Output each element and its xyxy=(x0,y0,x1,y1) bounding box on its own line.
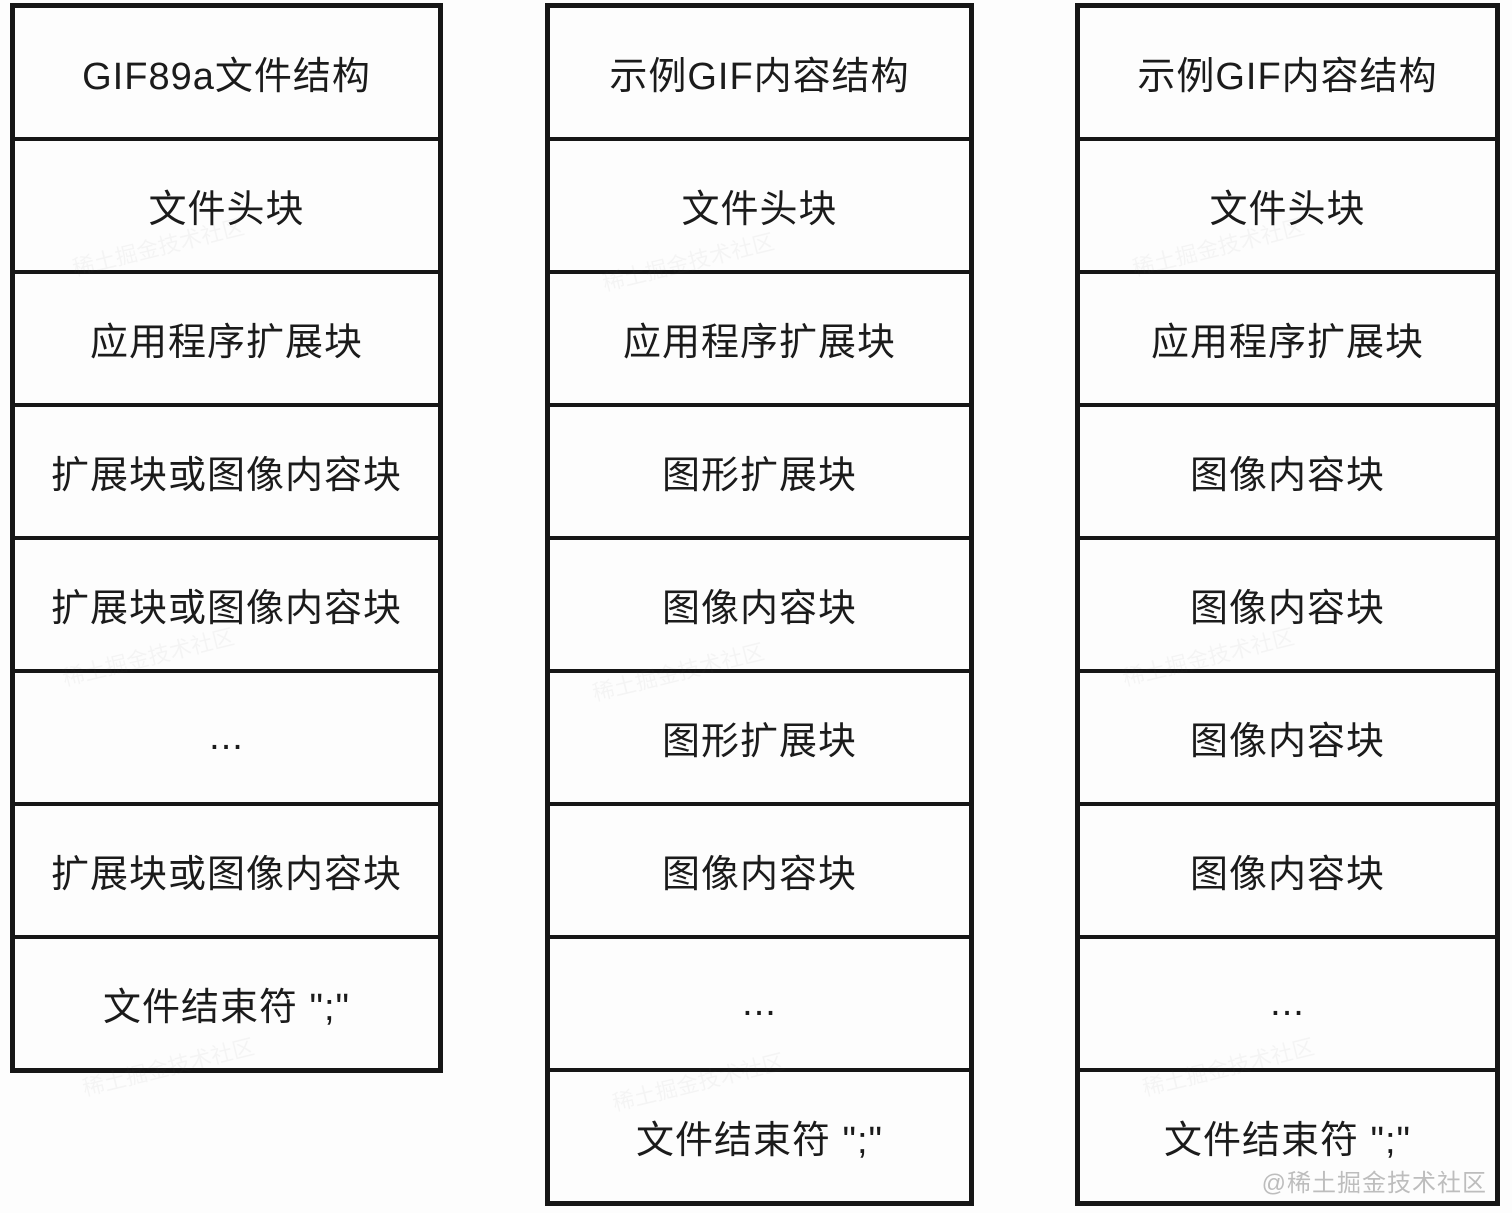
block-cell: 应用程序扩展块 xyxy=(15,270,438,403)
block-cell: 应用程序扩展块 xyxy=(1080,270,1495,403)
block-cell: 扩展块或图像内容块 xyxy=(15,802,438,935)
block-cell: 文件结束符 ";" xyxy=(15,935,438,1068)
block-label: 文件头块 xyxy=(681,189,838,231)
block-label: 图像内容块 xyxy=(1189,455,1385,497)
block-label: ... xyxy=(1270,982,1305,1024)
block-label: 图像内容块 xyxy=(1189,854,1385,896)
column-title-label: GIF89a文件结构 xyxy=(82,56,371,98)
column-title-label: 示例GIF内容结构 xyxy=(1137,56,1438,98)
column-title-cell: 示例GIF内容结构 xyxy=(1080,8,1495,137)
block-label: ... xyxy=(742,982,777,1024)
block-label: 扩展块或图像内容块 xyxy=(50,854,402,896)
block-label: ... xyxy=(209,716,244,758)
column-title-label: 示例GIF内容结构 xyxy=(609,56,910,98)
block-cell: 文件头块 xyxy=(15,137,438,270)
block-cell: 图形扩展块 xyxy=(550,669,969,802)
block-cell: 图像内容块 xyxy=(1080,403,1495,536)
block-label: 文件结束符 ";" xyxy=(635,1120,884,1162)
column-title-cell: GIF89a文件结构 xyxy=(15,8,438,137)
block-cell: 文件结束符 ";" xyxy=(550,1068,969,1201)
block-label: 扩展块或图像内容块 xyxy=(50,588,402,630)
block-cell: 图像内容块 xyxy=(1080,669,1495,802)
block-cell: ... xyxy=(550,935,969,1068)
block-cell: ... xyxy=(1080,935,1495,1068)
block-label: 应用程序扩展块 xyxy=(1150,322,1424,364)
column-title-cell: 示例GIF内容结构 xyxy=(550,8,969,137)
block-cell: 应用程序扩展块 xyxy=(550,270,969,403)
block-label: 图像内容块 xyxy=(661,854,857,896)
block-label: 图形扩展块 xyxy=(661,455,857,497)
block-cell: 扩展块或图像内容块 xyxy=(15,403,438,536)
block-label: 扩展块或图像内容块 xyxy=(50,455,402,497)
block-label: 文件头块 xyxy=(1209,189,1366,231)
block-cell: 扩展块或图像内容块 xyxy=(15,536,438,669)
block-cell: 文件头块 xyxy=(550,137,969,270)
block-cell: 图像内容块 xyxy=(1080,536,1495,669)
block-cell: 图像内容块 xyxy=(550,536,969,669)
block-cell: 图像内容块 xyxy=(550,802,969,935)
block-label: 图像内容块 xyxy=(1189,721,1385,763)
block-cell: 图形扩展块 xyxy=(550,403,969,536)
column-example-gif-content-2: 示例GIF内容结构文件头块应用程序扩展块图像内容块图像内容块图像内容块图像内容块… xyxy=(1075,3,1500,1206)
block-label: 图形扩展块 xyxy=(661,721,857,763)
block-cell: 文件头块 xyxy=(1080,137,1495,270)
block-cell: 图像内容块 xyxy=(1080,802,1495,935)
block-label: 图像内容块 xyxy=(1189,588,1385,630)
block-label: 文件结束符 ";" xyxy=(1163,1120,1412,1162)
block-label: 文件结束符 ";" xyxy=(102,987,351,1029)
watermark-credit: @稀土掘金技术社区 xyxy=(1261,1170,1487,1197)
column-gif89a-file-structure: GIF89a文件结构文件头块应用程序扩展块扩展块或图像内容块扩展块或图像内容块.… xyxy=(10,3,443,1073)
block-label: 应用程序扩展块 xyxy=(622,322,896,364)
block-cell: ... xyxy=(15,669,438,802)
block-label: 图像内容块 xyxy=(661,588,857,630)
block-label: 文件头块 xyxy=(148,189,305,231)
block-label: 应用程序扩展块 xyxy=(89,322,363,364)
column-example-gif-content-1: 示例GIF内容结构文件头块应用程序扩展块图形扩展块图像内容块图形扩展块图像内容块… xyxy=(545,3,974,1206)
block-cell: 文件结束符 ";" xyxy=(1080,1068,1495,1201)
